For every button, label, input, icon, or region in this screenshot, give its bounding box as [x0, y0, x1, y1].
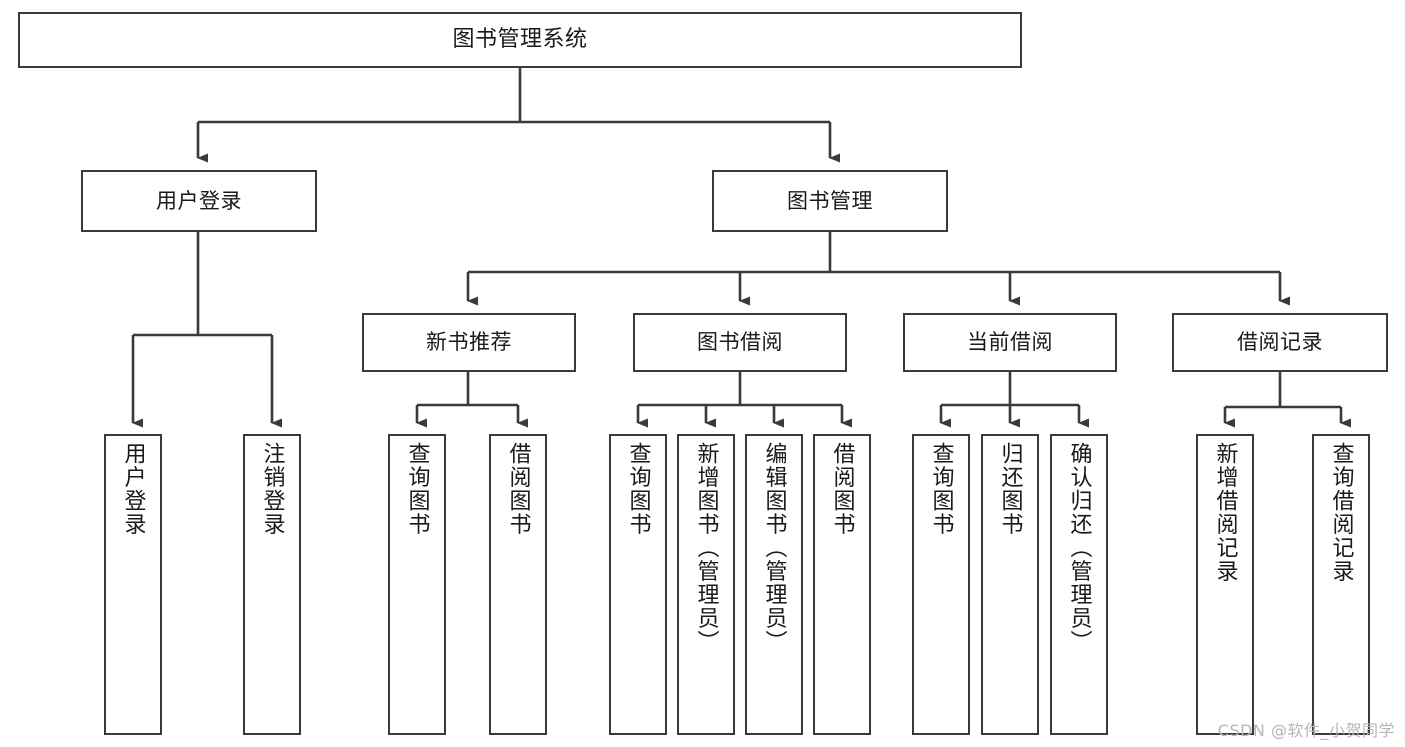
- leaf-book-borrow-query[interactable]: 查询图书: [609, 434, 667, 735]
- leaf-current-borrow-return-label: 归还图书: [997, 442, 1023, 536]
- node-book-borrow-label: 图书借阅: [697, 330, 783, 355]
- leaf-book-borrow-borrow-label: 借阅图书: [829, 442, 855, 536]
- leaf-book-borrow-add[interactable]: 新增图书（管理员）: [677, 434, 735, 735]
- node-root[interactable]: 图书管理系统: [18, 12, 1022, 68]
- leaf-borrow-record-add[interactable]: 新增借阅记录: [1196, 434, 1254, 735]
- leaf-book-borrow-edit-label: 编辑图书（管理员）: [761, 442, 787, 654]
- leaf-new-book-borrow-label: 借阅图书: [505, 442, 531, 536]
- node-user-login[interactable]: 用户登录: [81, 170, 317, 232]
- csdn-watermark: CSDN @软件_小贺同学: [1217, 721, 1395, 740]
- leaf-book-borrow-add-label: 新增图书（管理员）: [693, 442, 719, 654]
- leaf-borrow-record-add-label: 新增借阅记录: [1212, 442, 1238, 583]
- node-user-login-label: 用户登录: [156, 188, 242, 213]
- node-book-borrow[interactable]: 图书借阅: [633, 313, 847, 372]
- leaf-new-book-borrow[interactable]: 借阅图书: [489, 434, 547, 735]
- leaf-current-borrow-confirm-label: 确认归还（管理员）: [1066, 442, 1092, 654]
- node-borrow-record[interactable]: 借阅记录: [1172, 313, 1388, 372]
- leaf-book-borrow-query-label: 查询图书: [625, 442, 651, 536]
- leaf-user-login-logout-label: 注销登录: [259, 442, 285, 536]
- leaf-user-login-login-label: 用户登录: [120, 442, 146, 536]
- leaf-book-borrow-borrow[interactable]: 借阅图书: [813, 434, 871, 735]
- leaf-new-book-query-label: 查询图书: [404, 442, 430, 536]
- leaf-user-login-login[interactable]: 用户登录: [104, 434, 162, 735]
- node-new-book-recommend-label: 新书推荐: [426, 330, 512, 355]
- leaf-current-borrow-confirm[interactable]: 确认归还（管理员）: [1050, 434, 1108, 735]
- leaf-borrow-record-query-label: 查询借阅记录: [1328, 442, 1354, 583]
- leaf-borrow-record-query[interactable]: 查询借阅记录: [1312, 434, 1370, 735]
- node-current-borrow-label: 当前借阅: [967, 330, 1053, 355]
- node-book-management-label: 图书管理: [787, 188, 873, 213]
- leaf-current-borrow-query-label: 查询图书: [928, 442, 954, 536]
- leaf-book-borrow-edit[interactable]: 编辑图书（管理员）: [745, 434, 803, 735]
- node-root-label: 图书管理系统: [452, 27, 588, 53]
- node-book-management[interactable]: 图书管理: [712, 170, 948, 232]
- leaf-current-borrow-return[interactable]: 归还图书: [981, 434, 1039, 735]
- leaf-user-login-logout[interactable]: 注销登录: [243, 434, 301, 735]
- node-borrow-record-label: 借阅记录: [1237, 330, 1323, 355]
- node-current-borrow[interactable]: 当前借阅: [903, 313, 1117, 372]
- node-new-book-recommend[interactable]: 新书推荐: [362, 313, 576, 372]
- leaf-new-book-query[interactable]: 查询图书: [388, 434, 446, 735]
- leaf-current-borrow-query[interactable]: 查询图书: [912, 434, 970, 735]
